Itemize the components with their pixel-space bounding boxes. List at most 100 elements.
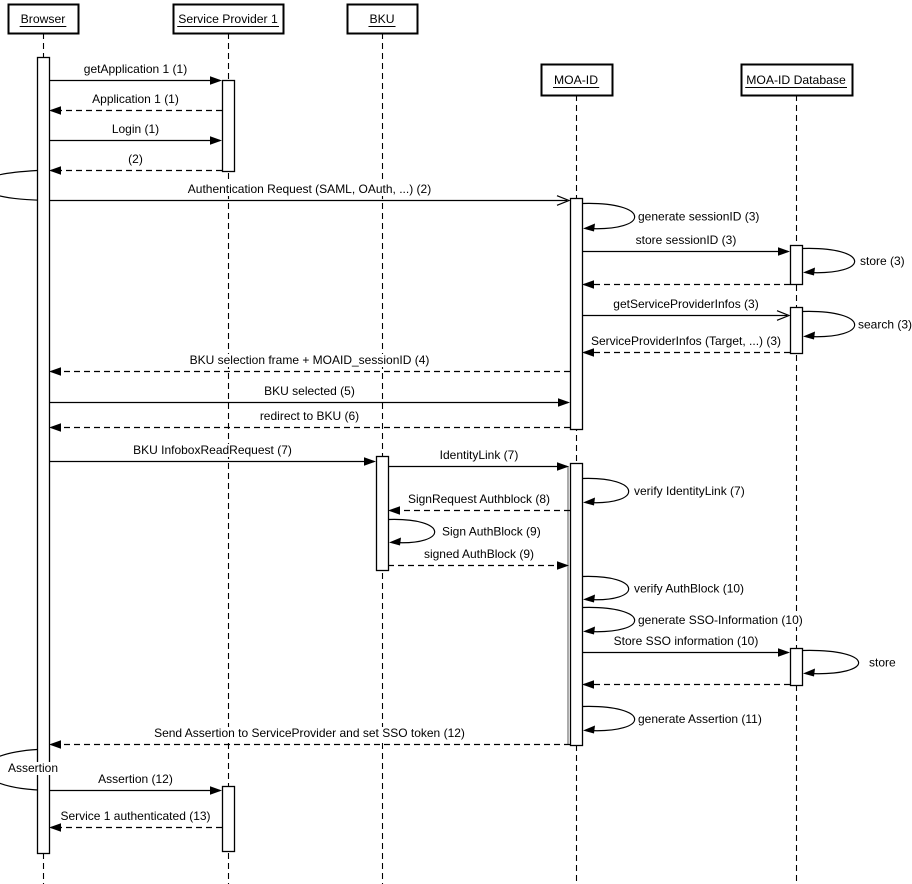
label-bg [634,582,747,596]
activation-db [789,306,804,355]
label-bg [97,773,174,786]
loop-assertion [0,748,50,792]
label-bg [634,234,738,247]
arrowhead-self-4 [389,537,401,546]
self-call-label-3: verify IdentityLink (7) [634,484,745,498]
self-call-arc-4 [387,518,436,544]
arrowhead-message-8 [582,348,594,357]
activation-sp1 [221,785,236,853]
message-label-15: signed AuthBlock (9) [424,547,534,561]
label-bg [638,210,762,224]
self-call-arc-0 [581,202,636,230]
arrowhead-self-2 [803,331,815,340]
message-label-3: (2) [128,152,143,166]
message-label-20: Service 1 authenticated (13) [60,809,210,823]
label-bg [110,123,161,136]
activation-bku [375,455,390,572]
label-bg [82,63,189,76]
participant-box-bku [346,3,419,35]
label-bg [438,449,520,462]
arrowhead-message-1 [49,106,61,115]
label-bg [153,727,466,740]
participant-label-db: MOA-ID Database [746,73,846,87]
participant-box-sp1 [172,3,285,35]
label-bg [258,410,361,423]
label-bg [132,444,293,457]
participant-box-db [740,63,854,97]
label-bg [612,298,760,311]
self-call-arc-1 [801,247,856,274]
label-bg [638,713,764,726]
message-label-1: Application 1 (1) [92,92,179,106]
activation-browser [36,56,51,855]
label-bg [442,525,543,539]
participant-label-browser: Browser [21,12,66,26]
label-bg [589,335,783,348]
participant-box-browser [7,3,80,35]
activation-db [789,244,804,286]
self-call-arc-7 [801,649,860,675]
arrowhead-message-11 [49,423,61,432]
loop-auth-request [0,169,50,202]
participant-label-sp1: Service Provider 1 [178,12,278,26]
arrowhead-message-12 [364,457,376,466]
arrowhead-self-1 [803,267,815,276]
self-call-label-5: verify AuthBlock (10) [634,582,744,596]
arrowhead-message-20 [49,823,61,832]
arrowhead-self-7 [803,668,815,677]
self-call-label-8: generate Assertion (11) [638,712,762,726]
arrowhead-message-6 [582,280,594,289]
arrowhead-message-14 [388,506,400,515]
message-label-5: store sessionID (3) [636,233,737,247]
participant-box-moaid [540,63,614,97]
arrowhead-message-16 [778,648,790,657]
arrowhead-message-0 [210,76,222,85]
label-bg [127,153,144,166]
self-call-arc-8 [581,705,636,732]
self-call-label-0: generate sessionID (3) [638,210,759,224]
label-bg [91,93,180,106]
message-label-2: Login (1) [112,122,159,136]
arrowhead-message-18 [49,740,61,749]
self-call-arc-3 [581,477,630,504]
self-call-label-4: Sign AuthBlock (9) [442,525,541,539]
self-call-arc-5 [581,575,630,601]
activation-sp1 [221,79,236,173]
loop-assertion-label: Assertion [8,761,58,775]
message-label-8: ServiceProviderInfos (Target, ...) (3) [591,334,781,348]
message-label-9: BKU selection frame + MOAID_sessionID (4… [190,353,430,367]
message-label-18: Send Assertion to ServiceProvider and se… [154,726,465,740]
message-label-12: BKU InfoboxReadRequest (7) [133,443,292,457]
arrowhead-message-3 [49,166,61,175]
arrowhead-message-9 [49,367,61,376]
label-bg [638,614,805,627]
participant-label-bku: BKU [369,12,394,26]
arrowhead-self-0 [583,223,595,232]
activation-moaid [569,197,584,431]
label-bg [422,548,536,561]
arrowhead-message-2 [210,136,222,145]
label-bg [263,385,356,398]
message-label-16: Store SSO information (10) [614,634,759,648]
arrowhead-self-6 [583,626,595,635]
arrowhead-message-13 [557,462,569,471]
arrowhead-message-15 [557,561,569,570]
message-label-14: SignRequest Authblock (8) [408,492,550,506]
message-label-11: redirect to BKU (6) [260,409,359,423]
arrowhead-message-5 [778,247,790,256]
self-call-label-7: store [869,656,896,670]
activation-moaid [569,462,584,747]
self-call-label-6: generate SSO-Information (10) [638,613,803,627]
arrowhead-self-8 [583,725,595,734]
message-label-19: Assertion (12) [98,772,173,786]
participant-label-moaid: MOA-ID [554,73,598,87]
label-bg [634,485,747,498]
arrowhead-message-17 [582,680,594,689]
arrowhead-message-4 [556,195,571,206]
message-label-4: Authentication Request (SAML, OAuth, ...… [188,182,431,196]
arrowhead-self-3 [583,497,595,506]
self-call-arc-2 [801,310,856,338]
self-call-arc-6 [581,606,636,633]
activation-db [789,647,804,687]
